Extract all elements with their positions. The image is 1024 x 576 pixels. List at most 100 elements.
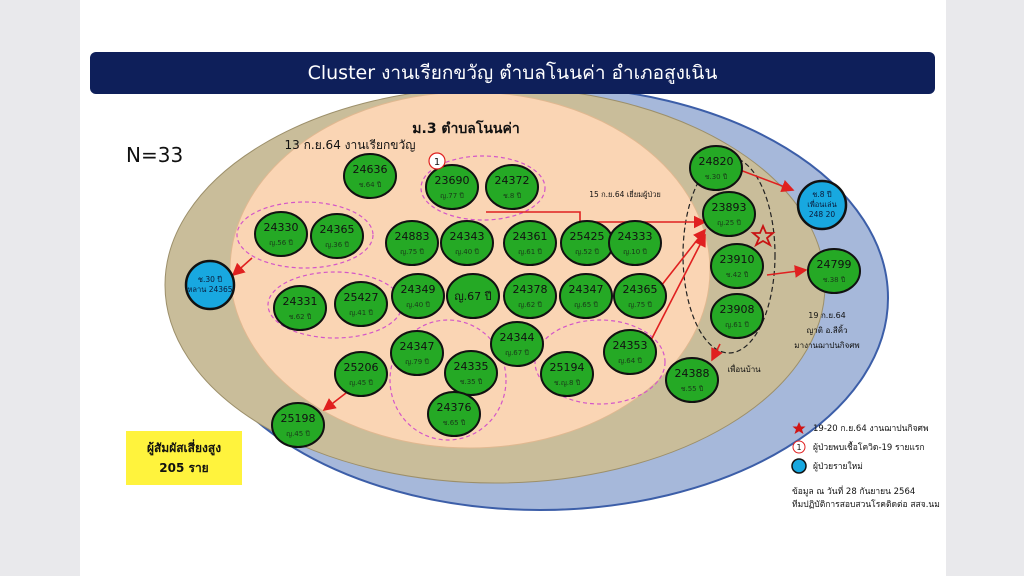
- case-node-circle: [540, 351, 594, 397]
- case-node: 23690 ญ.77 ปี: [425, 164, 479, 210]
- new-case-circle: [796, 179, 848, 231]
- case-detail: ช.8 ปี: [503, 192, 522, 200]
- arrow: [711, 343, 723, 362]
- case-detail: ญ.52 ปี: [575, 248, 599, 256]
- case-detail: ญ.40 ปี: [455, 248, 479, 256]
- case-node-circle: [689, 145, 743, 191]
- case-id: 24331: [283, 295, 318, 308]
- case-id: 23690: [435, 174, 470, 187]
- case-node-circle: [385, 220, 439, 266]
- case-detail: ญ.10 ปี: [623, 248, 647, 256]
- cluster-outline: [420, 155, 546, 221]
- case-id: 24335: [454, 360, 489, 373]
- case-node-circle: [444, 350, 498, 396]
- source-line: ข้อมูล ณ วันที่ 28 กันยายน 2564: [792, 487, 916, 497]
- legend-label: ผู้ป่วยรายใหม่: [813, 461, 863, 472]
- page-title: Cluster งานเรียกขวัญ ตำบลโนนค่า อำเภอสูง…: [307, 62, 718, 84]
- case-detail: ช.62 ปี: [289, 313, 312, 321]
- legend: 19-20 ก.ย.64 งานฌาปนกิจศพ 1 ผู้ป่วยพบเชื…: [790, 418, 929, 475]
- case-node-circle: [427, 391, 481, 437]
- case-detail: ญ.56 ปี: [269, 239, 293, 247]
- first-case-marker: [428, 152, 446, 170]
- cluster-outline: [389, 319, 507, 441]
- case-id: 23908: [720, 303, 755, 316]
- arrow: [231, 257, 253, 277]
- source-note: ข้อมูล ณ วันที่ 28 กันยายน 2564 ทีมปฏิบั…: [792, 486, 940, 512]
- arrow-note-line: ญาติ อ.สีคิ้ว: [806, 324, 847, 335]
- case-node-circle: [807, 248, 861, 294]
- case-detail: ญ.36 ปี: [325, 241, 349, 249]
- case-id: 23893: [712, 201, 747, 214]
- area-label: ม.3 ตำบลโนนค่า: [412, 119, 519, 137]
- title-bar: Cluster งานเรียกขวัญ ตำบลโนนค่า อำเภอสูง…: [90, 52, 935, 94]
- case-node-circle: [613, 273, 667, 319]
- case-node-circle: [490, 321, 544, 367]
- case-detail: ญ.75 ปี: [628, 301, 652, 309]
- case-node: 25425 ญ.52 ปี: [560, 220, 614, 266]
- arrow: [645, 233, 706, 351]
- case-node-circle: [271, 402, 325, 448]
- case-id: 25194: [550, 361, 585, 374]
- case-id: 24883: [395, 230, 430, 243]
- case-id: 24376: [437, 401, 472, 414]
- case-id: 23910: [720, 253, 755, 266]
- case-id: 24330: [264, 221, 299, 234]
- arrow-note-line: 19 ก.ย.64: [808, 311, 846, 320]
- cluster-outline: [534, 319, 666, 405]
- case-id: 24353: [613, 339, 648, 352]
- legend-label: ผู้ป่วยพบเชื้อโควิด-19 รายแรก: [813, 442, 925, 453]
- case-node: 24330 ญ.56 ปี: [254, 211, 308, 257]
- case-node-circle: [425, 164, 479, 210]
- neighbor-label: เพื่อนบ้าน: [727, 363, 761, 374]
- case-detail: ญ.79 ปี: [405, 358, 429, 366]
- case-id: 25425: [570, 230, 605, 243]
- case-id: 25198: [281, 412, 316, 425]
- new-case-text: 248 20: [809, 210, 835, 219]
- case-node-circle: [710, 243, 764, 289]
- case-detail: ญ.77 ปี: [440, 192, 464, 200]
- case-count-label: N=33: [126, 143, 184, 167]
- case-detail: ญ.45 ปี: [286, 430, 310, 438]
- first-case-mark: 1: [434, 157, 440, 168]
- case-id: 24344: [500, 331, 535, 344]
- case-detail: ช.55 ปี: [681, 385, 704, 393]
- case-id: 24378: [513, 283, 548, 296]
- case-detail: ช.42 ปี: [726, 271, 749, 279]
- case-node: 24376 ช.65 ปี: [427, 391, 481, 437]
- case-detail: ช.65 ปี: [443, 419, 466, 427]
- case-node: 24883 ญ.75 ปี: [385, 220, 439, 266]
- case-detail: ช.64 ปี: [359, 181, 382, 189]
- case-node-circle: [665, 357, 719, 403]
- case-id: 24347: [569, 283, 604, 296]
- new-case-circle-icon: [790, 457, 808, 474]
- case-node-circle: [391, 273, 445, 319]
- case-detail: ญ.64 ปี: [618, 357, 642, 365]
- case-node-circle: [710, 293, 764, 339]
- case-node-circle: [343, 153, 397, 199]
- legend-item: 19-20 ก.ย.64 งานฌาปนกิจศพ: [790, 418, 929, 437]
- case-node-circle: [310, 213, 364, 259]
- event-label: 13 ก.ย.64 งานเรียกขวัญ: [285, 138, 416, 152]
- star-icon: [790, 421, 808, 435]
- risk-box-line2: 205 ราย: [159, 461, 209, 475]
- case-detail: ญ.75 ปี: [400, 248, 424, 256]
- case-node: 24344 ญ.67 ปี: [490, 321, 544, 367]
- case-detail: ญ.67 ปี: [505, 349, 529, 357]
- first-case-circle-icon: 1: [790, 440, 808, 454]
- case-id: 24388: [675, 367, 710, 380]
- case-node: 23910 ช.42 ปี: [710, 243, 764, 289]
- case-node-circle: [254, 211, 308, 257]
